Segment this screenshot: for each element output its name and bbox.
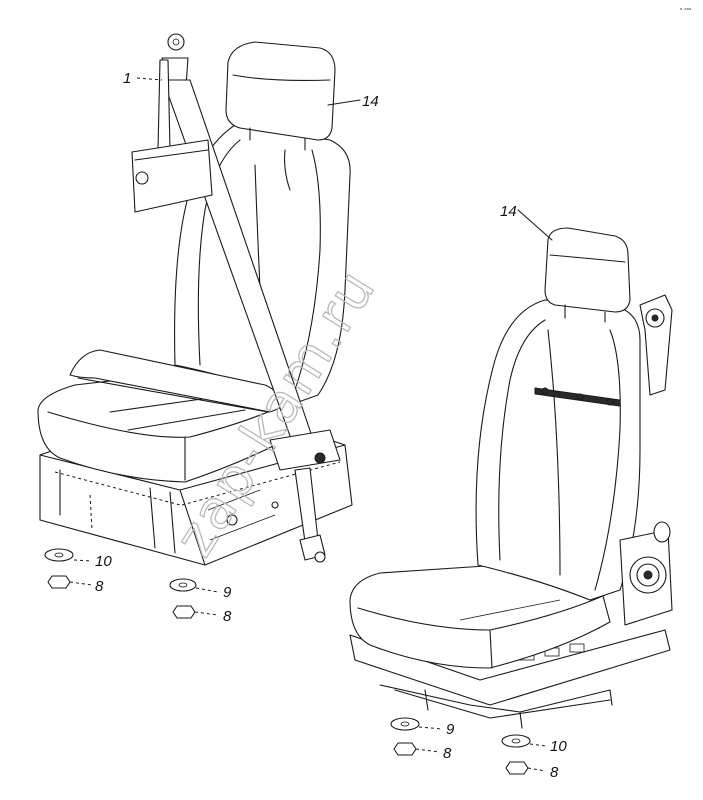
callout-nut-c: 8	[443, 745, 452, 762]
left-seat-belt	[131, 33, 341, 563]
corner-mark: ᵃ ᵃᵃᵃ	[680, 7, 691, 14]
right-seat-fasteners	[390, 717, 531, 775]
callout-washer-a: 10	[95, 553, 112, 570]
nut-8-mid	[172, 605, 196, 619]
callout-nut-b: 8	[223, 608, 232, 625]
washer-9-left	[169, 578, 197, 592]
leader-lines	[69, 77, 553, 772]
callout-washer-b: 9	[223, 584, 232, 601]
nut-8-right-a	[393, 742, 417, 756]
callout-washer-d: 10	[550, 738, 567, 755]
left-seat-headrest	[225, 41, 336, 151]
washer-9-right	[390, 717, 420, 731]
right-seat-headrest	[544, 227, 631, 323]
callout-nut-d: 8	[550, 764, 559, 781]
nut-8-left	[47, 575, 71, 589]
callout-labels: 1 14 14 10 8 9 8 9 8 10 8	[95, 70, 567, 781]
left-seat-fasteners	[44, 548, 197, 619]
callout-headrest-right: 14	[500, 203, 517, 220]
right-seat-recliner	[619, 521, 673, 626]
callout-washer-c: 9	[446, 721, 455, 738]
nut-8-right-b	[505, 761, 529, 775]
washer-10-right	[501, 734, 531, 748]
right-seat-backrest	[475, 299, 641, 601]
left-seat	[37, 33, 353, 619]
washer-10-left	[44, 548, 74, 562]
right-seat-base	[349, 627, 671, 729]
right-seat	[349, 227, 673, 775]
left-seat-base-frame	[39, 439, 353, 566]
callout-headrest-left: 14	[362, 93, 379, 110]
callout-belt: 1	[123, 70, 131, 87]
right-seat-cushion	[349, 564, 611, 669]
right-seat-belt-anchor	[639, 294, 673, 396]
callout-nut-a: 8	[95, 578, 104, 595]
